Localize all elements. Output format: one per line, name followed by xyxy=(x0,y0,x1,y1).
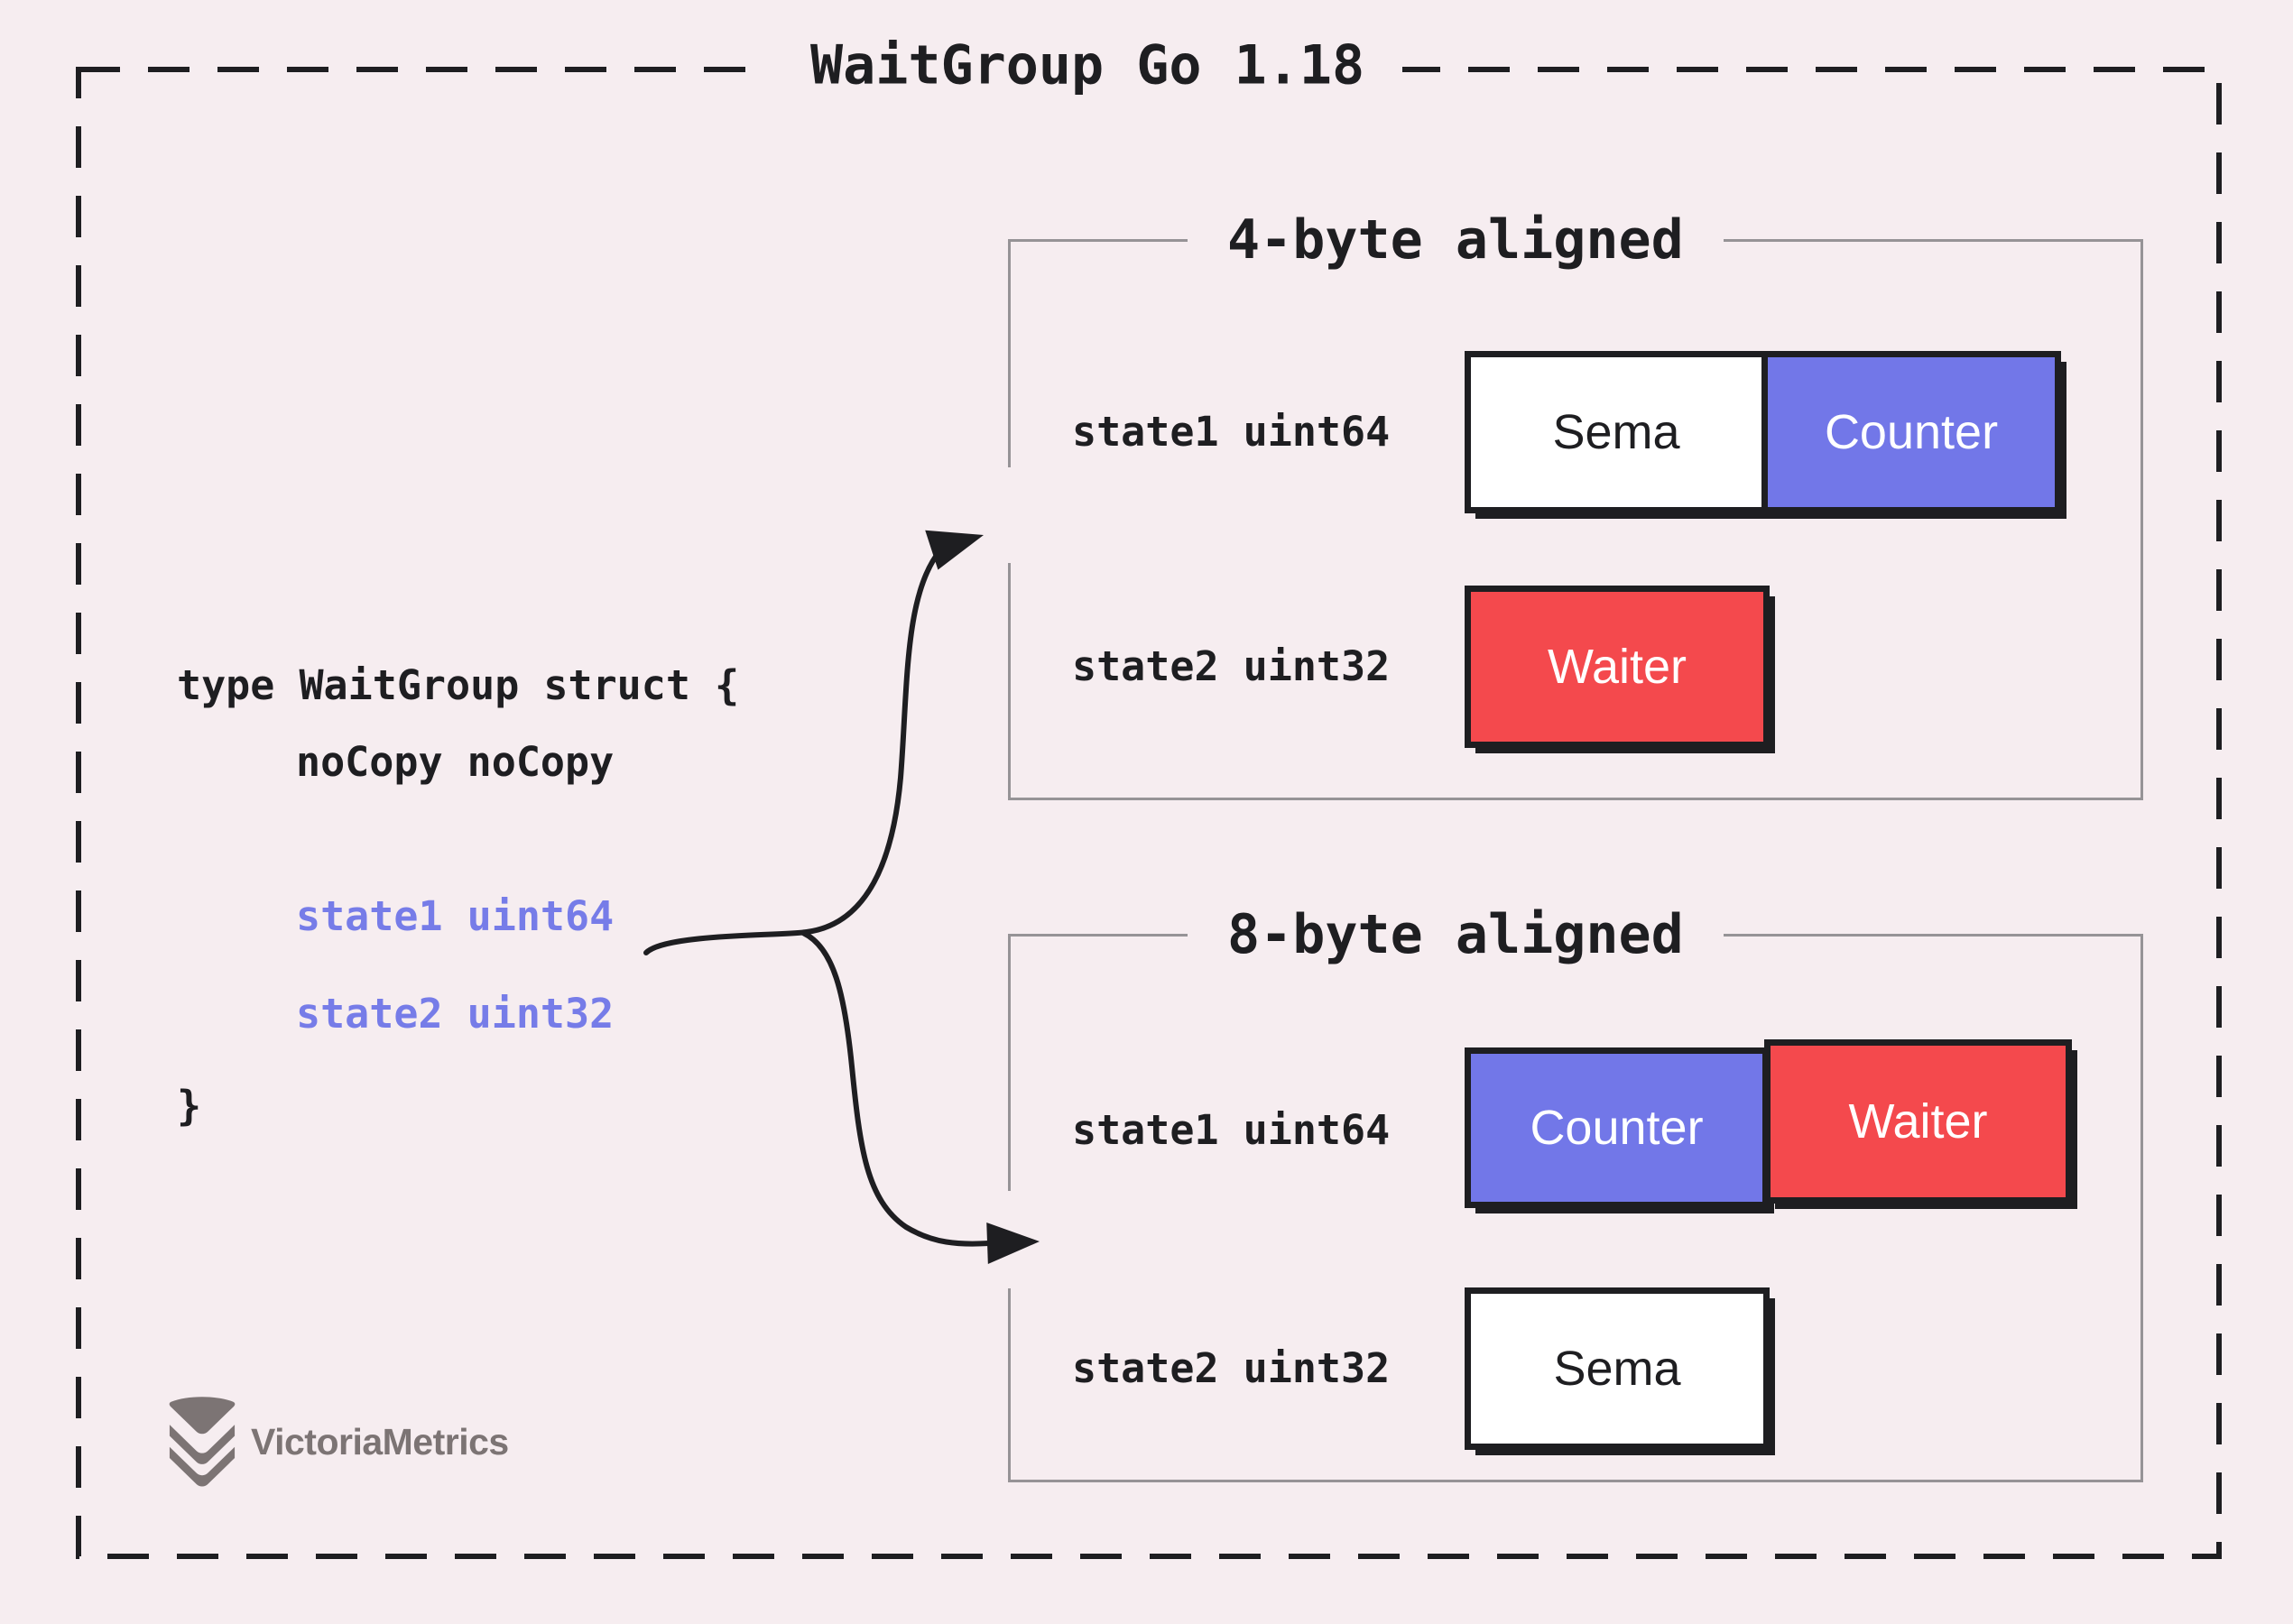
code-line-struct-close: } xyxy=(177,1082,202,1130)
counter-cell: Counter xyxy=(1761,351,2061,513)
sema-cell: Sema xyxy=(1465,1287,1770,1450)
field-label-state1: state1 uint64 xyxy=(1072,408,1391,456)
arrow-to-8byte xyxy=(800,930,992,1247)
victoriametrics-logo: VictoriaMetrics xyxy=(161,1397,509,1487)
panel-4byte-title: 4-byte aligned xyxy=(1188,209,1724,271)
code-line-struct-open: type WaitGroup struct { xyxy=(177,661,740,709)
panel-4byte-aligned: 4-byte aligned state1 uint64 Sema Counte… xyxy=(1008,209,2143,800)
victoriametrics-logo-text: VictoriaMetrics xyxy=(251,1420,509,1463)
field-label-state1: state1 uint64 xyxy=(1072,1106,1391,1154)
sema-cell-label: Sema xyxy=(1552,405,1680,459)
panel-8byte-title: 8-byte aligned xyxy=(1188,904,1724,965)
panel-8byte-aligned: 8-byte aligned state1 uint64 Counter Wai… xyxy=(1008,904,2143,1482)
page-title: WaitGroup Go 1.18 xyxy=(772,33,1403,97)
counter-cell-label: Counter xyxy=(1824,405,1999,459)
waiter-cell-label: Waiter xyxy=(1547,640,1687,694)
code-line-nocopy: noCopy noCopy xyxy=(296,738,615,786)
code-line-state1: state1 uint64 xyxy=(296,892,615,940)
counter-cell: Counter xyxy=(1465,1047,1769,1208)
memory-row-state1: Sema Counter xyxy=(1465,351,2061,513)
waiter-cell: Waiter xyxy=(1465,586,1770,748)
code-line-state2: state2 uint32 xyxy=(296,990,615,1038)
field-label-state2: state2 uint32 xyxy=(1072,1344,1391,1392)
sema-cell-label: Sema xyxy=(1553,1342,1681,1396)
field-label-state2: state2 uint32 xyxy=(1072,642,1391,690)
panel-border-gap-bottom xyxy=(1002,1191,1016,1288)
arrowhead-4byte-icon xyxy=(925,530,984,570)
counter-cell-label: Counter xyxy=(1530,1101,1704,1155)
victoriametrics-chevron-icon xyxy=(169,1397,236,1487)
panel-border-gap-top xyxy=(1002,467,1016,563)
waiter-cell: Waiter xyxy=(1764,1039,2072,1204)
arrow-to-4byte xyxy=(643,548,943,955)
sema-cell: Sema xyxy=(1465,351,1768,513)
waiter-cell-label: Waiter xyxy=(1848,1094,1988,1149)
